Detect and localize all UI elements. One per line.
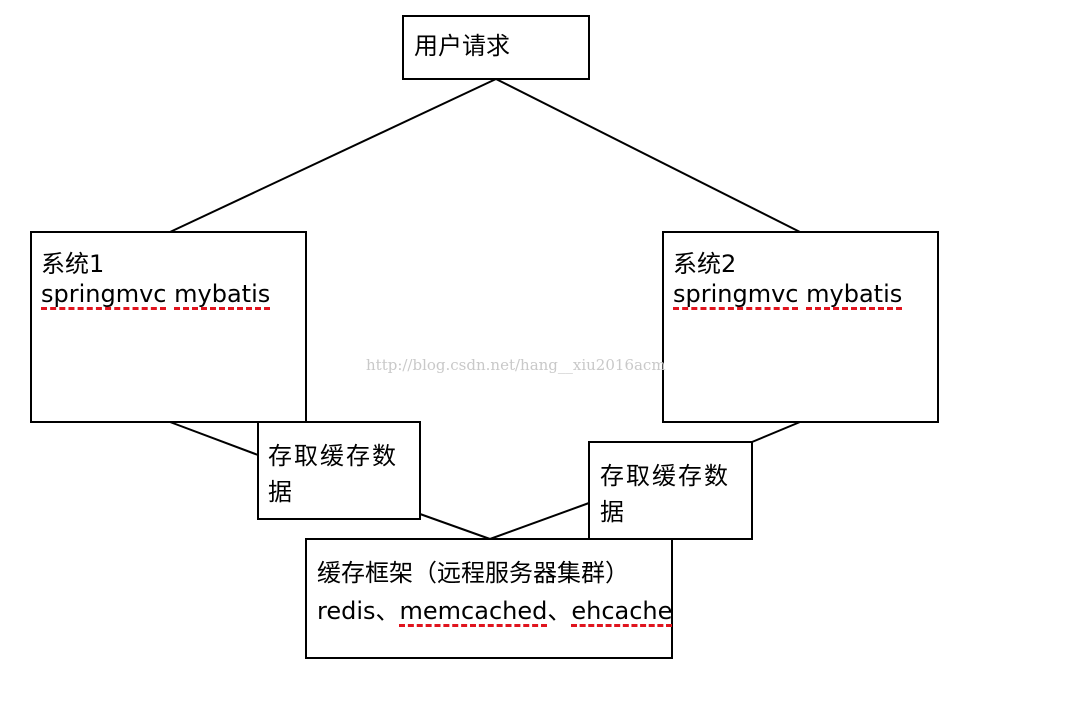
- edge-access-right-to-cache: [489, 502, 590, 540]
- node-cache-framework: 缓存框架（远程服务器集群） redis、memcached、ehcache: [305, 538, 673, 659]
- watermark-url: http://blog.csdn.net/hang__xiu2016acm: [366, 356, 666, 374]
- system2-title: 系统2: [673, 250, 737, 278]
- access-left-line1: 存取缓存数: [268, 442, 398, 470]
- system2-framework-springmvc: springmvc: [673, 280, 799, 308]
- tech-ehcache: ehcache: [571, 597, 673, 625]
- node-access-cache-right: 存取缓存数 据: [588, 441, 753, 540]
- edge-user-to-system2: [495, 78, 801, 233]
- system1-title: 系统1: [41, 250, 105, 278]
- node-user-request: 用户请求: [402, 15, 590, 80]
- system1-framework-mybatis: mybatis: [174, 280, 271, 308]
- system1-framework-springmvc: springmvc: [41, 280, 167, 308]
- system2-framework-mybatis: mybatis: [806, 280, 903, 308]
- access-left-line2: 据: [268, 478, 292, 506]
- edge-user-to-system1: [169, 78, 497, 233]
- tech-separator: 、: [547, 597, 572, 625]
- node-access-cache-left: 存取缓存数 据: [257, 421, 421, 520]
- edge-system2-to-access-right: [751, 421, 801, 443]
- tech-separator: 、: [375, 597, 400, 625]
- edge-access-left-to-cache: [419, 513, 491, 540]
- cache-framework-techs: redis、memcached、ehcache: [317, 592, 673, 630]
- tech-redis: redis: [317, 597, 376, 625]
- access-right-line1: 存取缓存数: [600, 462, 730, 490]
- cache-framework-title: 缓存框架（远程服务器集群）: [317, 559, 629, 587]
- node-system1: 系统1 springmvc mybatis: [30, 231, 307, 423]
- node-user-request-label: 用户请求: [414, 32, 510, 60]
- tech-memcached: memcached: [399, 597, 548, 625]
- edge-system1-to-access-left: [169, 421, 259, 456]
- access-right-line2: 据: [600, 498, 624, 526]
- node-system2: 系统2 springmvc mybatis: [662, 231, 939, 423]
